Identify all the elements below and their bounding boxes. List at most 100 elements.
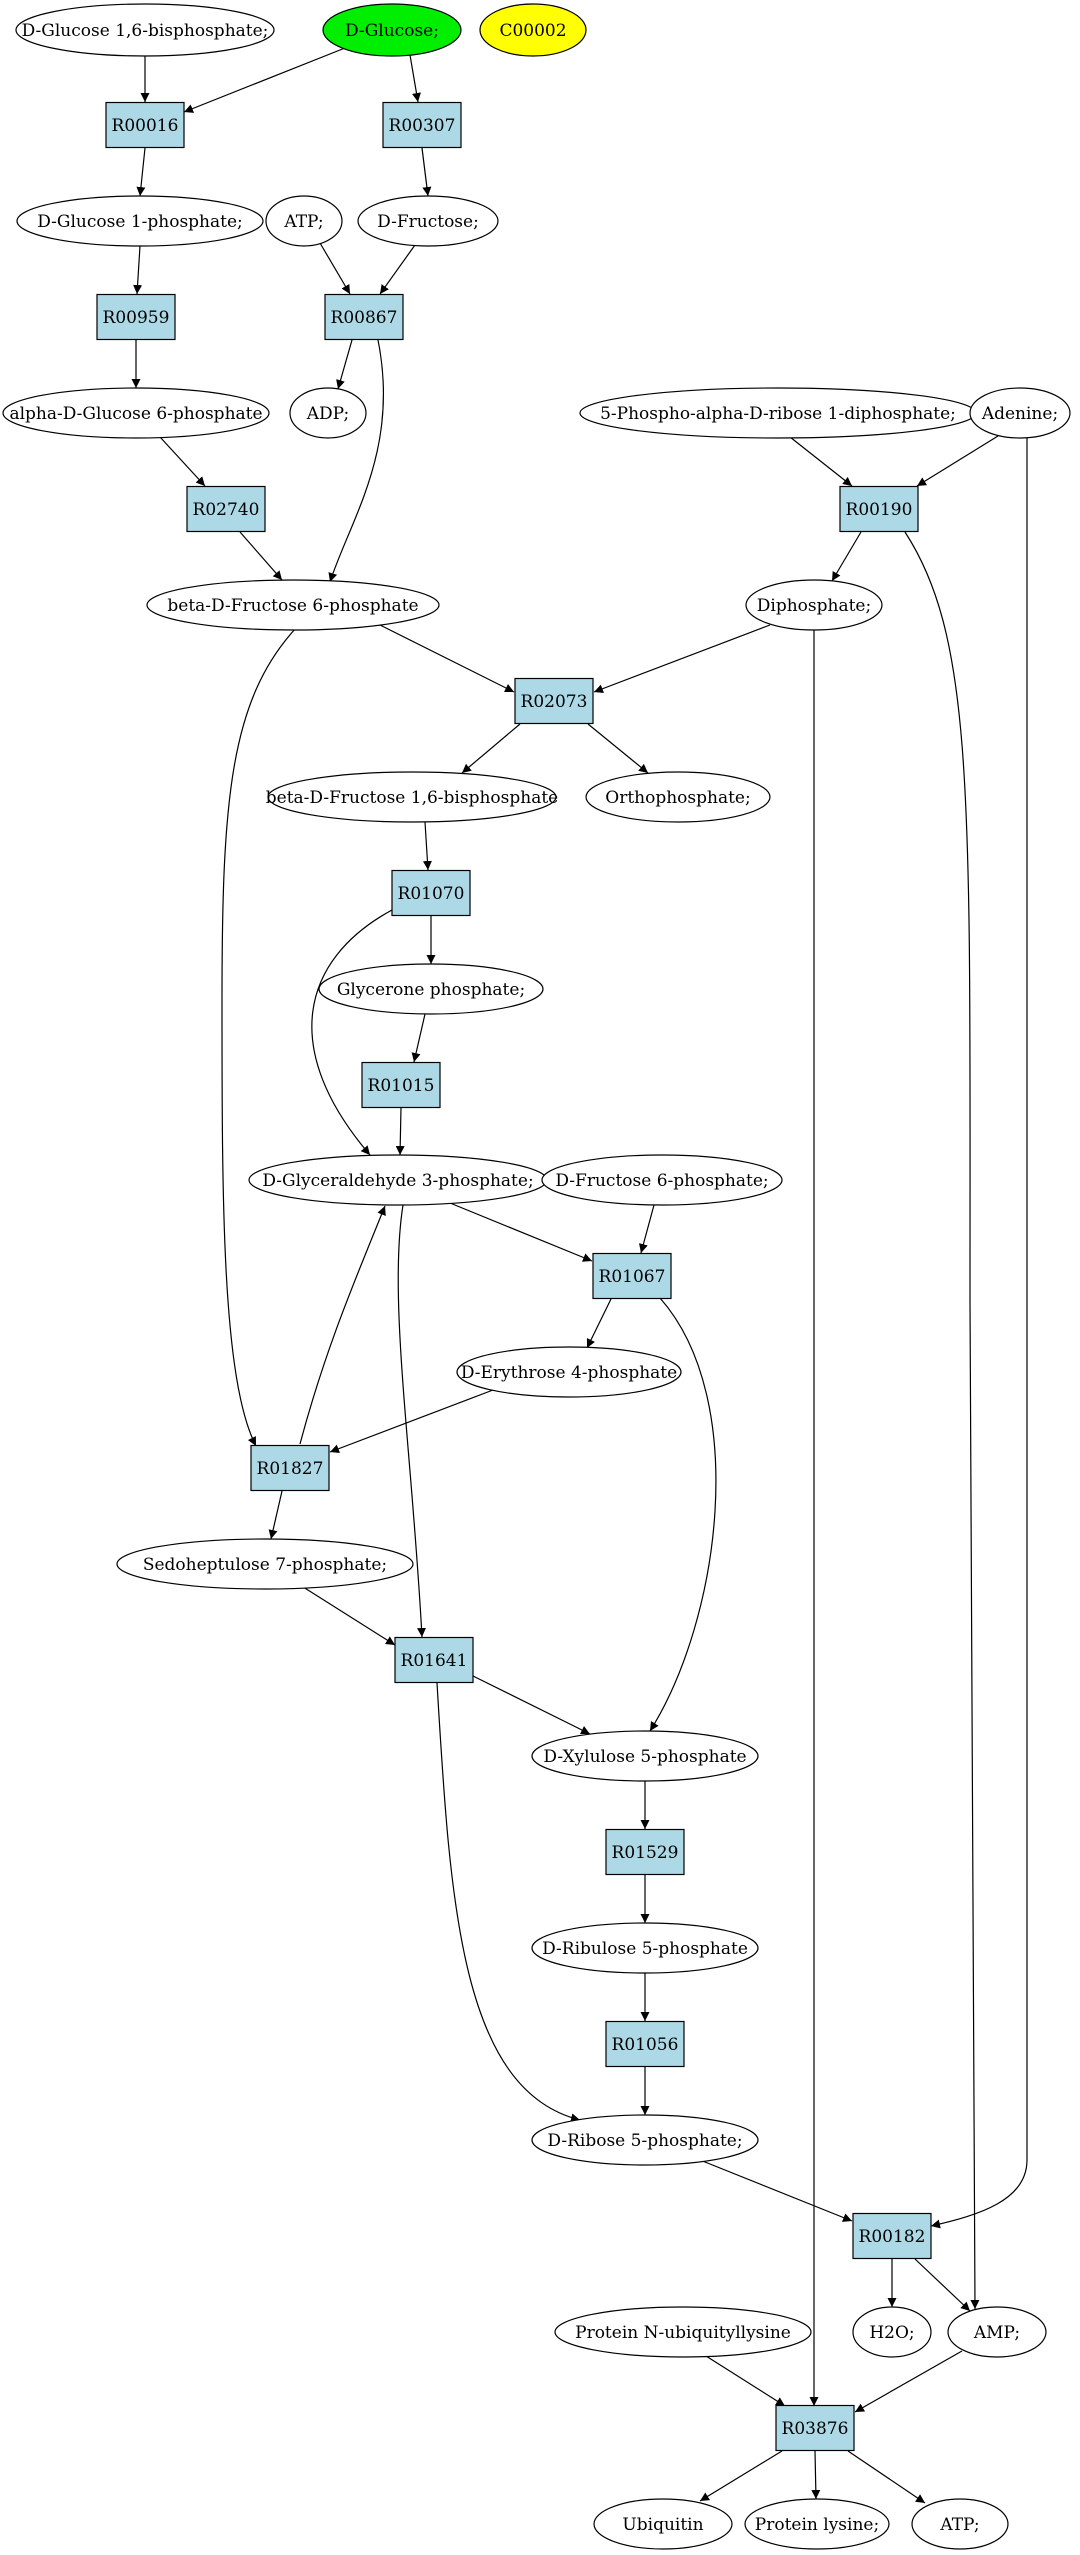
reaction-r01827[interactable]: R01827: [250, 1444, 330, 1492]
reaction-r00307[interactable]: R00307: [382, 101, 462, 149]
compound-h2o[interactable]: H2O;: [852, 2306, 932, 2358]
compound-protein-n-ubiquityllysine-label: Protein N-ubiquityllysine: [575, 2323, 791, 2343]
edge-r01827-sedoheptulose-7p: [268, 1490, 283, 1540]
compound-d-erythrose-4-phosphate-ellipse: [456, 1346, 682, 1398]
edge-r00182-amp: [914, 2258, 971, 2312]
compound-d-glucose-1-6-bisphosphate-ellipse: [15, 3, 275, 57]
compound-atp-bottom[interactable]: ATP;: [911, 2498, 1009, 2550]
edge-amp-r03876: [854, 2350, 963, 2413]
compound-glycerone-phosphate[interactable]: Glycerone phosphate;: [318, 963, 544, 1015]
compound-d-ribose-5-phosphate-ellipse: [531, 2114, 759, 2166]
compound-d-glucose[interactable]: D-Glucose;: [322, 3, 462, 57]
edge-d-erythrose-4p-r01827: [329, 1389, 494, 1454]
edge-d-glucose-1p-r00959: [133, 245, 143, 295]
compound-protein-lysine[interactable]: Protein lysine;: [744, 2498, 890, 2550]
compound-d-fructose-6-phosphate-label: D-Fructose 6-phosphate;: [555, 1171, 768, 1191]
compound-d-ribulose-5-phosphate[interactable]: D-Ribulose 5-phosphate: [531, 1922, 759, 1974]
reaction-r01827-label: R01827: [257, 1459, 324, 1479]
compound-sedoheptulose-7-phosphate-label: Sedoheptulose 7-phosphate;: [143, 1555, 387, 1575]
compound-sedoheptulose-7-phosphate[interactable]: Sedoheptulose 7-phosphate;: [116, 1538, 414, 1590]
compound-beta-d-fructose-6-phosphate[interactable]: beta-D-Fructose 6-phosphate: [146, 579, 440, 631]
reaction-r00182-box: [852, 2212, 932, 2260]
compound-orthophosphate-ellipse: [585, 771, 771, 823]
compound-d-fructose-6-phosphate[interactable]: D-Fructose 6-phosphate;: [541, 1154, 783, 1206]
reaction-r01641[interactable]: R01641: [394, 1636, 474, 1684]
compound-adp[interactable]: ADP;: [289, 387, 367, 439]
compound-5-phospho-alpha-d-ribose-1-diphosphate[interactable]: 5-Phospho-alpha-D-ribose 1-diphosphate;: [579, 387, 977, 439]
compound-adenine[interactable]: Adenine;: [969, 387, 1071, 439]
compound-glycerone-phosphate-label: Glycerone phosphate;: [337, 980, 525, 1000]
compound-d-ribose-5-phosphate[interactable]: D-Ribose 5-phosphate;: [531, 2114, 759, 2166]
compound-ubiquitin-ellipse: [593, 2498, 733, 2550]
edge-r02073-beta-d-fructose-16bp: [461, 723, 521, 774]
edge-r01641-d-ribose-5p: [436, 1682, 581, 2123]
compound-diphosphate[interactable]: Diphosphate;: [745, 579, 883, 631]
reaction-r03876-label: R03876: [782, 2419, 849, 2439]
reaction-r00016-box: [105, 101, 185, 149]
compound-atp-top-label: ATP;: [283, 212, 323, 232]
compound-d-glyceraldehyde-3-phosphate[interactable]: D-Glyceraldehyde 3-phosphate;: [248, 1154, 548, 1206]
reaction-r00867-label: R00867: [331, 308, 398, 328]
compound-atp-top[interactable]: ATP;: [265, 195, 343, 247]
compound-d-erythrose-4-phosphate[interactable]: D-Erythrose 4-phosphate: [456, 1346, 682, 1398]
compound-c00002-ellipse: [479, 3, 587, 57]
reaction-r01015-box: [361, 1061, 441, 1109]
edge-d-fructose-6p-r01067: [639, 1204, 655, 1254]
reaction-r00867-box: [324, 293, 404, 341]
compound-protein-n-ubiquityllysine-ellipse: [554, 2306, 812, 2358]
compound-d-glucose-label: D-Glucose;: [345, 21, 439, 41]
reaction-r00867[interactable]: R00867: [324, 293, 404, 341]
compound-adenine-ellipse: [969, 387, 1071, 439]
reaction-r01529[interactable]: R01529: [605, 1828, 685, 1876]
compound-orthophosphate[interactable]: Orthophosphate;: [585, 771, 771, 823]
compound-d-glucose-1-phosphate[interactable]: D-Glucose 1-phosphate;: [16, 195, 264, 247]
reaction-r01015[interactable]: R01015: [361, 1061, 441, 1109]
reaction-r01056[interactable]: R01056: [605, 2020, 685, 2068]
compound-d-fructose[interactable]: D-Fructose;: [357, 195, 499, 247]
compound-protein-lysine-label: Protein lysine;: [755, 2515, 879, 2535]
compound-d-fructose-6-phosphate-ellipse: [541, 1154, 783, 1206]
compound-ubiquitin[interactable]: Ubiquitin: [593, 2498, 733, 2550]
reaction-r02740[interactable]: R02740: [186, 485, 266, 533]
reaction-r02740-label: R02740: [193, 500, 260, 520]
compound-atp-bottom-label: ATP;: [939, 2515, 979, 2535]
compound-h2o-ellipse: [852, 2306, 932, 2358]
edge-prpp-r00190: [789, 436, 853, 487]
edge-protein-n-ubiquityllysine-r03876: [705, 2355, 786, 2407]
compound-glycerone-phosphate-ellipse: [318, 963, 544, 1015]
compound-d-glucose-1-6-bisphosphate-label: D-Glucose 1,6-bisphosphate;: [22, 21, 269, 41]
edge-alpha-d-glucose-6p-r02740: [159, 436, 206, 487]
compound-beta-d-fructose-6-phosphate-ellipse: [146, 579, 440, 631]
reaction-r00959[interactable]: R00959: [96, 293, 176, 341]
reaction-r03876[interactable]: R03876: [775, 2404, 855, 2452]
compound-d-fructose-ellipse: [357, 195, 499, 247]
compound-amp[interactable]: AMP;: [947, 2306, 1047, 2358]
compound-d-ribose-5-phosphate-label: D-Ribose 5-phosphate;: [547, 2131, 742, 2151]
edge-sedoheptulose-7p-r01641: [299, 1584, 396, 1646]
compound-protein-n-ubiquityllysine[interactable]: Protein N-ubiquityllysine: [554, 2306, 812, 2358]
compound-beta-d-fructose-1-6-bisphosphate[interactable]: beta-D-Fructose 1,6-bisphosphate: [266, 771, 558, 823]
compound-beta-d-fructose-1-6-bisphosphate-ellipse: [267, 771, 557, 823]
compound-d-glucose-1-6-bisphosphate[interactable]: D-Glucose 1,6-bisphosphate;: [15, 3, 275, 57]
reaction-r01067[interactable]: R01067: [592, 1252, 672, 1300]
reaction-r01070[interactable]: R01070: [391, 869, 471, 917]
reaction-r00016[interactable]: R00016: [105, 101, 185, 149]
edge-r00190-amp: [904, 531, 980, 2310]
reaction-r00016-label: R00016: [112, 116, 179, 136]
edge-r01067-d-xylulose-5p: [649, 1297, 717, 1732]
reaction-r00307-label: R00307: [389, 116, 456, 136]
edge-adenine-r00182: [930, 438, 1028, 2229]
edge-r02740-beta-d-fructose-6p: [239, 531, 283, 581]
compound-adp-ellipse: [289, 387, 367, 439]
reaction-r00182[interactable]: R00182: [852, 2212, 932, 2260]
reaction-r01067-label: R01067: [599, 1267, 666, 1287]
compound-d-glucose-ellipse: [322, 3, 462, 57]
compound-c00002[interactable]: C00002: [479, 3, 587, 57]
compound-alpha-d-glucose-6-phosphate[interactable]: alpha-D-Glucose 6-phosphate: [2, 387, 270, 439]
reaction-r02073[interactable]: R02073: [514, 677, 594, 725]
compound-d-xylulose-5-phosphate[interactable]: D-Xylulose 5-phosphate: [531, 1730, 759, 1782]
edge-r01067-d-erythrose-4p: [586, 1298, 612, 1349]
reaction-r00190[interactable]: R00190: [839, 485, 919, 533]
edge-atp-r00867: [319, 242, 351, 295]
